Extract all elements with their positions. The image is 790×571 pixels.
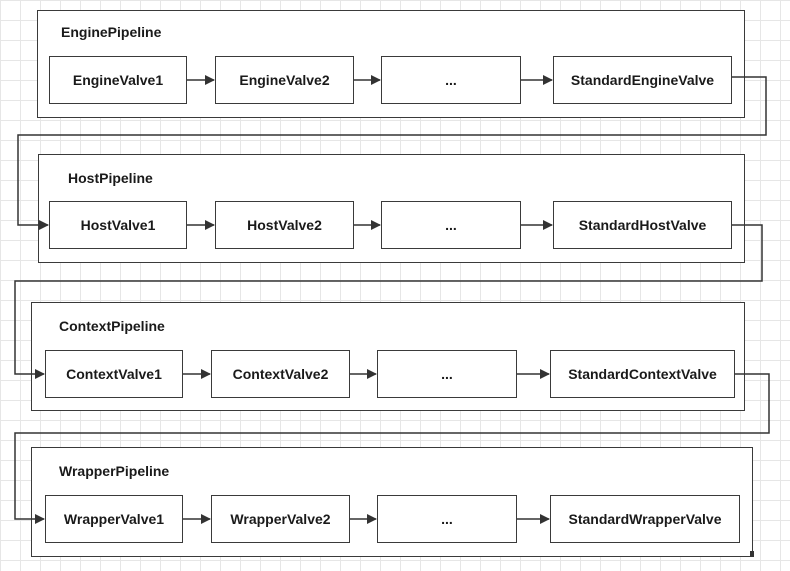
wrapper-valve-2: WrapperValve2 [211, 495, 350, 543]
connector-host-to-context [14, 224, 763, 379]
host-valve-1: HostValve1 [49, 201, 187, 249]
connector-engine-to-host [17, 76, 767, 230]
standard-host-valve: StandardHostValve [553, 201, 732, 249]
wrapper-pipeline-title: WrapperPipeline [59, 463, 170, 479]
engine-pipeline-title: EnginePipeline [61, 24, 162, 40]
wrapper-valve-1: WrapperValve1 [45, 495, 183, 543]
wrapper-valve-ellipsis: ... [377, 495, 517, 543]
engine-valve-ellipsis: ... [381, 56, 521, 104]
engine-valve-2: EngineValve2 [215, 56, 354, 104]
standard-engine-valve: StandardEngineValve [553, 56, 732, 104]
host-valve-ellipsis: ... [381, 201, 521, 249]
context-valve-2: ContextValve2 [211, 350, 350, 398]
host-valve-2: HostValve2 [215, 201, 354, 249]
context-valve-ellipsis: ... [377, 350, 517, 398]
standard-wrapper-valve: StandardWrapperValve [550, 495, 740, 543]
standard-context-valve: StandardContextValve [550, 350, 735, 398]
engine-valve-1: EngineValve1 [49, 56, 187, 104]
context-pipeline-title: ContextPipeline [59, 318, 165, 334]
connector-context-to-wrapper [14, 373, 770, 524]
context-valve-1: ContextValve1 [45, 350, 183, 398]
host-pipeline-title: HostPipeline [68, 170, 153, 186]
resize-handle [750, 551, 754, 557]
